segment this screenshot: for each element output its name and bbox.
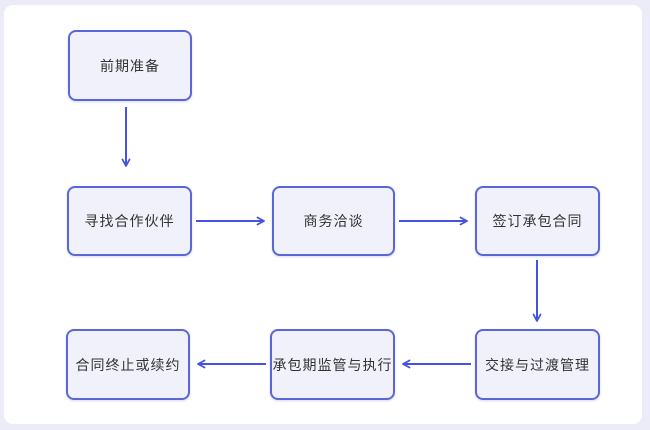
node-sign-contract: 签订承包合同 bbox=[475, 186, 600, 256]
node-handover-transition: 交接与过渡管理 bbox=[475, 329, 600, 400]
node-find-partners: 寻找合作伙伴 bbox=[67, 186, 192, 256]
node-business-negotiation-label: 商务洽谈 bbox=[303, 213, 364, 229]
node-contract-end-renewal-label: 合同终止或续约 bbox=[75, 356, 181, 373]
node-contract-supervision: 承包期监管与执行 bbox=[270, 329, 395, 400]
node-find-partners-label: 寻找合作伙伴 bbox=[84, 213, 175, 229]
node-handover-transition-label: 交接与过渡管理 bbox=[485, 356, 590, 373]
node-preparation-label: 前期准备 bbox=[100, 57, 160, 74]
node-contract-end-renewal: 合同终止或续约 bbox=[66, 329, 190, 400]
node-preparation: 前期准备 bbox=[68, 30, 192, 101]
node-sign-contract-label: 签订承包合同 bbox=[492, 213, 583, 229]
node-contract-supervision-label: 承包期监管与执行 bbox=[272, 356, 393, 373]
node-business-negotiation: 商务洽谈 bbox=[272, 186, 395, 256]
